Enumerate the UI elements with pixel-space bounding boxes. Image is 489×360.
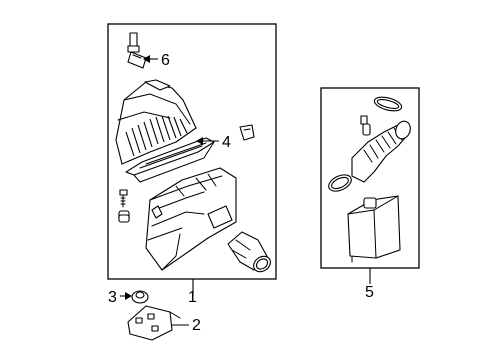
intake-air-duct (351, 120, 411, 183)
air-cleaner-lower-housing (145, 167, 237, 271)
outlet-hose (227, 231, 271, 273)
callout-2: 2 (192, 317, 201, 334)
intake-duct-clamp-bottom (328, 174, 352, 192)
mounting-bracket (127, 305, 181, 341)
arrow-3 (125, 292, 132, 300)
callout-5: 5 (365, 284, 374, 301)
mounting-grommet (118, 210, 130, 223)
arrow-6 (143, 55, 150, 63)
grommet-nut (131, 290, 149, 304)
mass-airflow-sensor (127, 32, 147, 69)
intake-duct-sensor-bolt (360, 115, 371, 136)
callout-3: 3 (108, 289, 117, 306)
housing-clip (239, 124, 255, 141)
arrow-4 (196, 137, 203, 145)
air-filter-element (125, 137, 215, 183)
mounting-bolt (119, 189, 128, 208)
housing-ribs (125, 115, 188, 157)
resonator (347, 195, 401, 263)
air-cleaner-assembly-frame (107, 23, 277, 280)
callout-4: 4 (222, 134, 231, 151)
air-cleaner-upper-housing (115, 79, 197, 165)
callout-6: 6 (161, 52, 170, 69)
callout-1: 1 (188, 289, 197, 306)
intake-duct-clamp-top (373, 96, 403, 112)
